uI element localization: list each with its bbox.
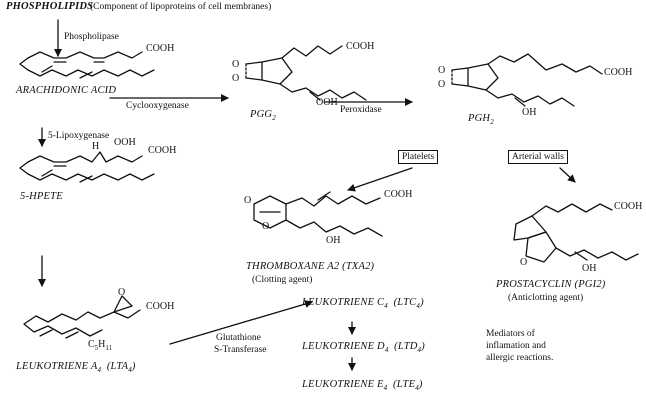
hpete-label: 5-HPETE [20,191,63,202]
mediators-line1: Mediators of [486,329,535,339]
lte4-label: LEUKOTRIENE E4 (LTE4) [302,379,423,393]
txa2-label: THROMBOXANE A2 (TXA2) [246,261,375,272]
txa2-oh-label: OH [326,235,341,246]
platelets-box: Platelets [398,150,439,165]
ltc4-label: LEUKOTRIENE C4 (LTC4) [302,297,424,311]
hpete-cooh-label: COOH [148,145,177,156]
lta4-cooh-label: COOH [146,301,175,312]
pgg2-ooh-label: OOH [316,97,338,108]
pgg2-o1: O [232,59,240,70]
lta4-o-label: O [118,287,126,298]
hpete-ooh-label: OOH [114,137,136,148]
hpete-h-label: H [92,141,100,152]
arterial-walls-box: Arterial walls [508,150,568,165]
txa2-cooh-label: COOH [384,189,413,200]
pgh2-oh-label: OH [522,107,537,118]
txa2-role: (Clotting agent) [252,275,313,285]
phospholipids-title: PHOSPHOLIPIDS [6,1,94,12]
pgi2-oh-label: OH [582,263,597,274]
phospholipase-label: Phospholipase [64,32,119,42]
pgh2-o1: O [438,65,446,76]
arrow-pgh2-to-txa2 [347,167,413,192]
mediators-line3: allergic reactions. [486,353,554,363]
pgh2-structure [451,53,603,107]
arrow-pgh2-to-pgi2 [559,167,576,183]
pgg2-cooh-label: COOH [346,41,375,52]
cyclooxygenase-label: Cyclooxygenase [126,101,189,111]
pgi2-structure [513,203,639,263]
glutathione-line2: S-Transferase [214,345,267,355]
pgh2-label: PGH2 [468,113,494,127]
pgi2-o: O [520,257,528,268]
phospholipids-subtitle: (Component of lipoproteins of cell membr… [90,2,272,12]
glutathione-line1: Glutathione [216,333,261,343]
lta4-label: LEUKOTRIENE A4 (LTA4) [16,361,136,375]
arachidonic-acid-label: ARACHIDONIC ACID [16,85,117,96]
pgh2-o2: O [438,79,446,90]
aa-cooh-label: COOH [146,43,175,54]
lta4-c5h11-label: C5H11 [88,339,113,352]
pgg2-o2: O [232,73,240,84]
pgi2-role: (Anticlotting agent) [508,293,584,303]
lipoxygenase-label: 5-Lipoxygenase [48,131,110,141]
txa2-o1: O [244,195,252,206]
txa2-o2: O [262,221,270,232]
pgg2-structure [245,45,367,101]
hpete-structure [19,151,155,183]
mediators-line2: inflamation and [486,341,546,351]
ltd4-label: LEUKOTRIENE D4 (LTD4) [302,341,425,355]
arachidonic-acid-structure [19,51,155,79]
pgg2-label: PGG2 [250,109,276,123]
arrow-lta4-to-ltc4 [169,300,313,345]
pgi2-label: PROSTACYCLIN (PGI2) [496,279,606,290]
pgi2-cooh-label: COOH [614,201,643,212]
pgh2-cooh-label: COOH [604,67,633,78]
peroxidase-label: Peroxidase [340,105,382,115]
txa2-structure [253,191,383,237]
lta4-structure [23,295,141,339]
